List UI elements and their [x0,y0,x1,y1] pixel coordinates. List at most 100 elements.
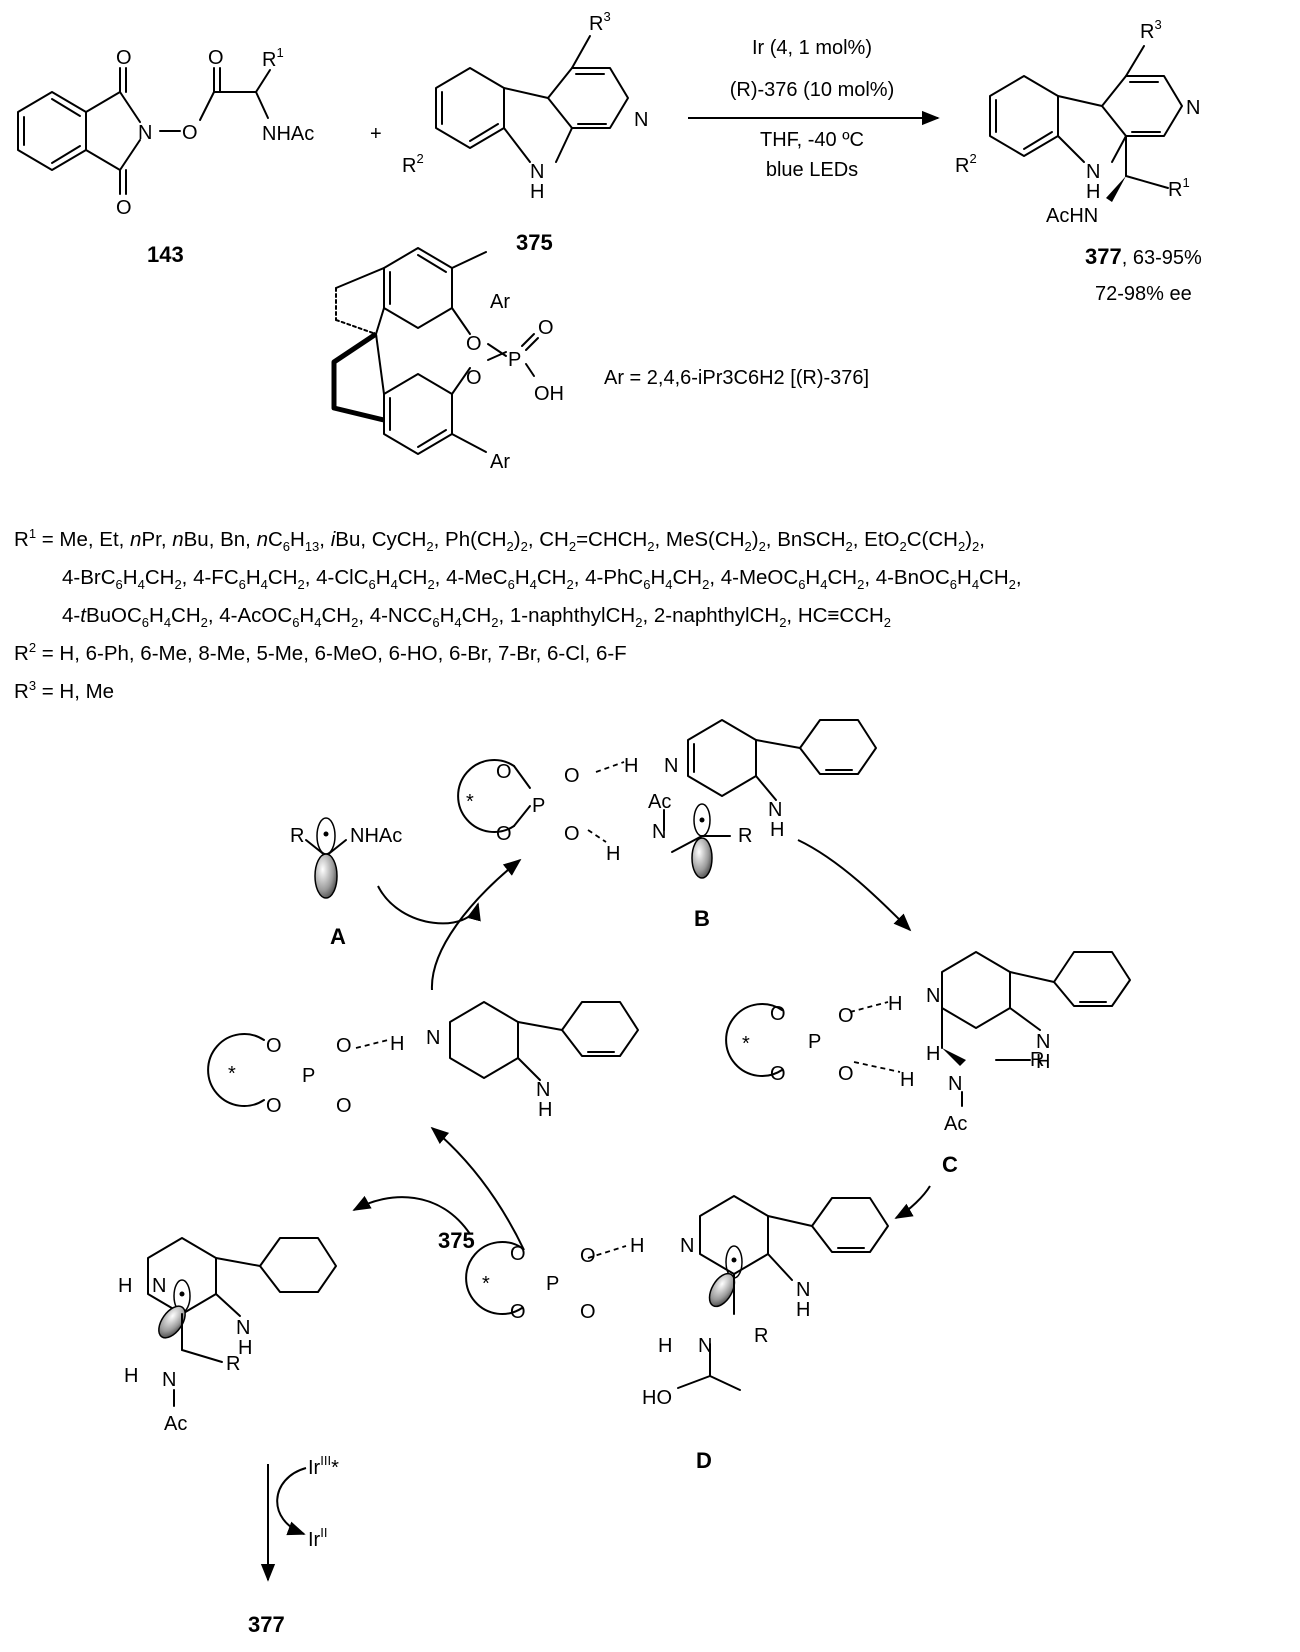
svg-text:R: R [754,1325,768,1347]
svg-text:O: O [564,823,580,845]
plus-sign: + [370,123,382,145]
svg-text:P: P [508,349,521,371]
svg-text:N: N [698,1335,712,1357]
svg-text:AcHN: AcHN [1046,205,1098,227]
svg-text:N: N [634,109,648,131]
svg-text:N: N [152,1275,166,1297]
svg-text:*: * [466,791,474,813]
svg-text:H: H [770,819,784,841]
reagent-375-label: 375 [438,1228,475,1253]
intermediate-D [465,1195,889,1391]
svg-text:H: H [658,1335,672,1357]
svg-text:O: O [770,1003,786,1025]
svg-text:R: R [226,1353,240,1375]
ir-reduced: IrII [308,1525,327,1551]
compound-375-structure [435,35,629,163]
svg-text:N: N [664,755,678,777]
condition-acid: (R)-376 (10 mol%) [730,79,894,101]
svg-text:H: H [624,755,638,777]
label-B: B [694,906,710,931]
svg-text:H: H [124,1365,138,1387]
svg-text:R: R [738,825,752,847]
intermediate-A [305,817,347,899]
svg-text:Ar: Ar [490,291,510,313]
svg-text:O: O [466,333,482,355]
scope-r1-line1: R1 = Me, Et, nPr, nBu, Bn, nC6H13, iBu, … [14,526,985,555]
svg-text:Ac: Ac [944,1113,967,1135]
svg-text:O: O [336,1035,352,1057]
svg-text:Ar: Ar [490,451,510,473]
svg-text:N: N [796,1279,810,1301]
catalyst-substrate-ion-pair [207,1001,639,1107]
svg-text:O: O [182,122,198,144]
svg-text:O: O [580,1245,596,1267]
product-ee: 72-98% ee [1095,283,1192,305]
svg-text:H: H [796,1299,810,1321]
svg-text:O: O [116,197,132,219]
scope-r1-line2: 4-BrC6H4CH2, 4-FC6H4CH2, 4-ClC6H4CH2, 4-… [62,566,1022,593]
svg-text:O: O [770,1063,786,1085]
svg-text:O: O [838,1005,854,1027]
label-A: A [330,924,346,949]
svg-text:H: H [118,1275,132,1297]
svg-text:OH: OH [534,383,564,405]
svg-text:HO: HO [642,1387,672,1409]
svg-text:N: N [1036,1031,1050,1053]
svg-text:P: P [532,795,545,817]
final-product-label: 377 [248,1612,285,1637]
svg-text:H: H [888,993,902,1015]
svg-text:H: H [900,1069,914,1091]
condition-catalyst: Ir (4, 1 mol%) [752,37,872,59]
scope-r1-line3: 4-tBuOC6H4CH2, 4-AcOC6H4CH2, 4-NCC6H4CH2… [62,604,892,631]
svg-text:O: O [266,1035,282,1057]
svg-text:O: O [838,1063,854,1085]
svg-text:H: H [538,1099,552,1121]
svg-text:R3: R3 [589,9,611,35]
svg-text:O: O [208,47,224,69]
svg-text:H: H [1086,181,1100,203]
condition-light: blue LEDs [766,159,858,181]
svg-text:H: H [390,1033,404,1055]
svg-text:P: P [546,1273,559,1295]
svg-text:R2: R2 [402,151,424,177]
svg-text:P: P [302,1065,315,1087]
svg-text:N: N [138,122,152,144]
svg-text:N: N [236,1317,250,1339]
svg-text:N: N [680,1235,694,1257]
svg-text:O: O [510,1243,526,1265]
svg-text:H: H [926,1043,940,1065]
scope-r3: R3 = H, Me [14,678,115,703]
svg-text:R1: R1 [1168,175,1190,201]
label-375: 375 [516,230,553,255]
svg-text:*: * [228,1063,236,1085]
svg-text:*: * [482,1273,490,1295]
svg-text:H: H [1036,1051,1050,1073]
svg-text:N: N [768,799,782,821]
svg-text:N: N [530,161,544,183]
condition-solvent: THF, -40 ºC [760,129,864,151]
svg-text:N: N [926,985,940,1007]
svg-text:O: O [496,761,512,783]
label-C: C [942,1152,958,1177]
svg-text:N: N [948,1073,962,1095]
svg-text:H: H [238,1337,252,1359]
svg-text:O: O [496,823,512,845]
svg-text:H: H [530,181,544,203]
svg-text:O: O [336,1095,352,1117]
svg-text:N: N [1186,97,1200,119]
catalyst-376-structure [331,247,539,455]
product-label: 377, 63-95% [1085,244,1202,269]
svg-text:Ac: Ac [164,1413,187,1435]
svg-text:O: O [580,1301,596,1323]
svg-text:NHAc: NHAc [262,123,314,145]
svg-text:N: N [1086,161,1100,183]
compound-143-structure [17,67,271,195]
svg-text:R: R [1030,1049,1044,1071]
svg-text:N: N [162,1369,176,1391]
aminyl-radical-intermediate [147,1237,337,1407]
svg-text:NHAc: NHAc [350,825,402,847]
svg-text:H: H [606,843,620,865]
svg-text:O: O [266,1095,282,1117]
compound-377-structure [989,45,1183,202]
